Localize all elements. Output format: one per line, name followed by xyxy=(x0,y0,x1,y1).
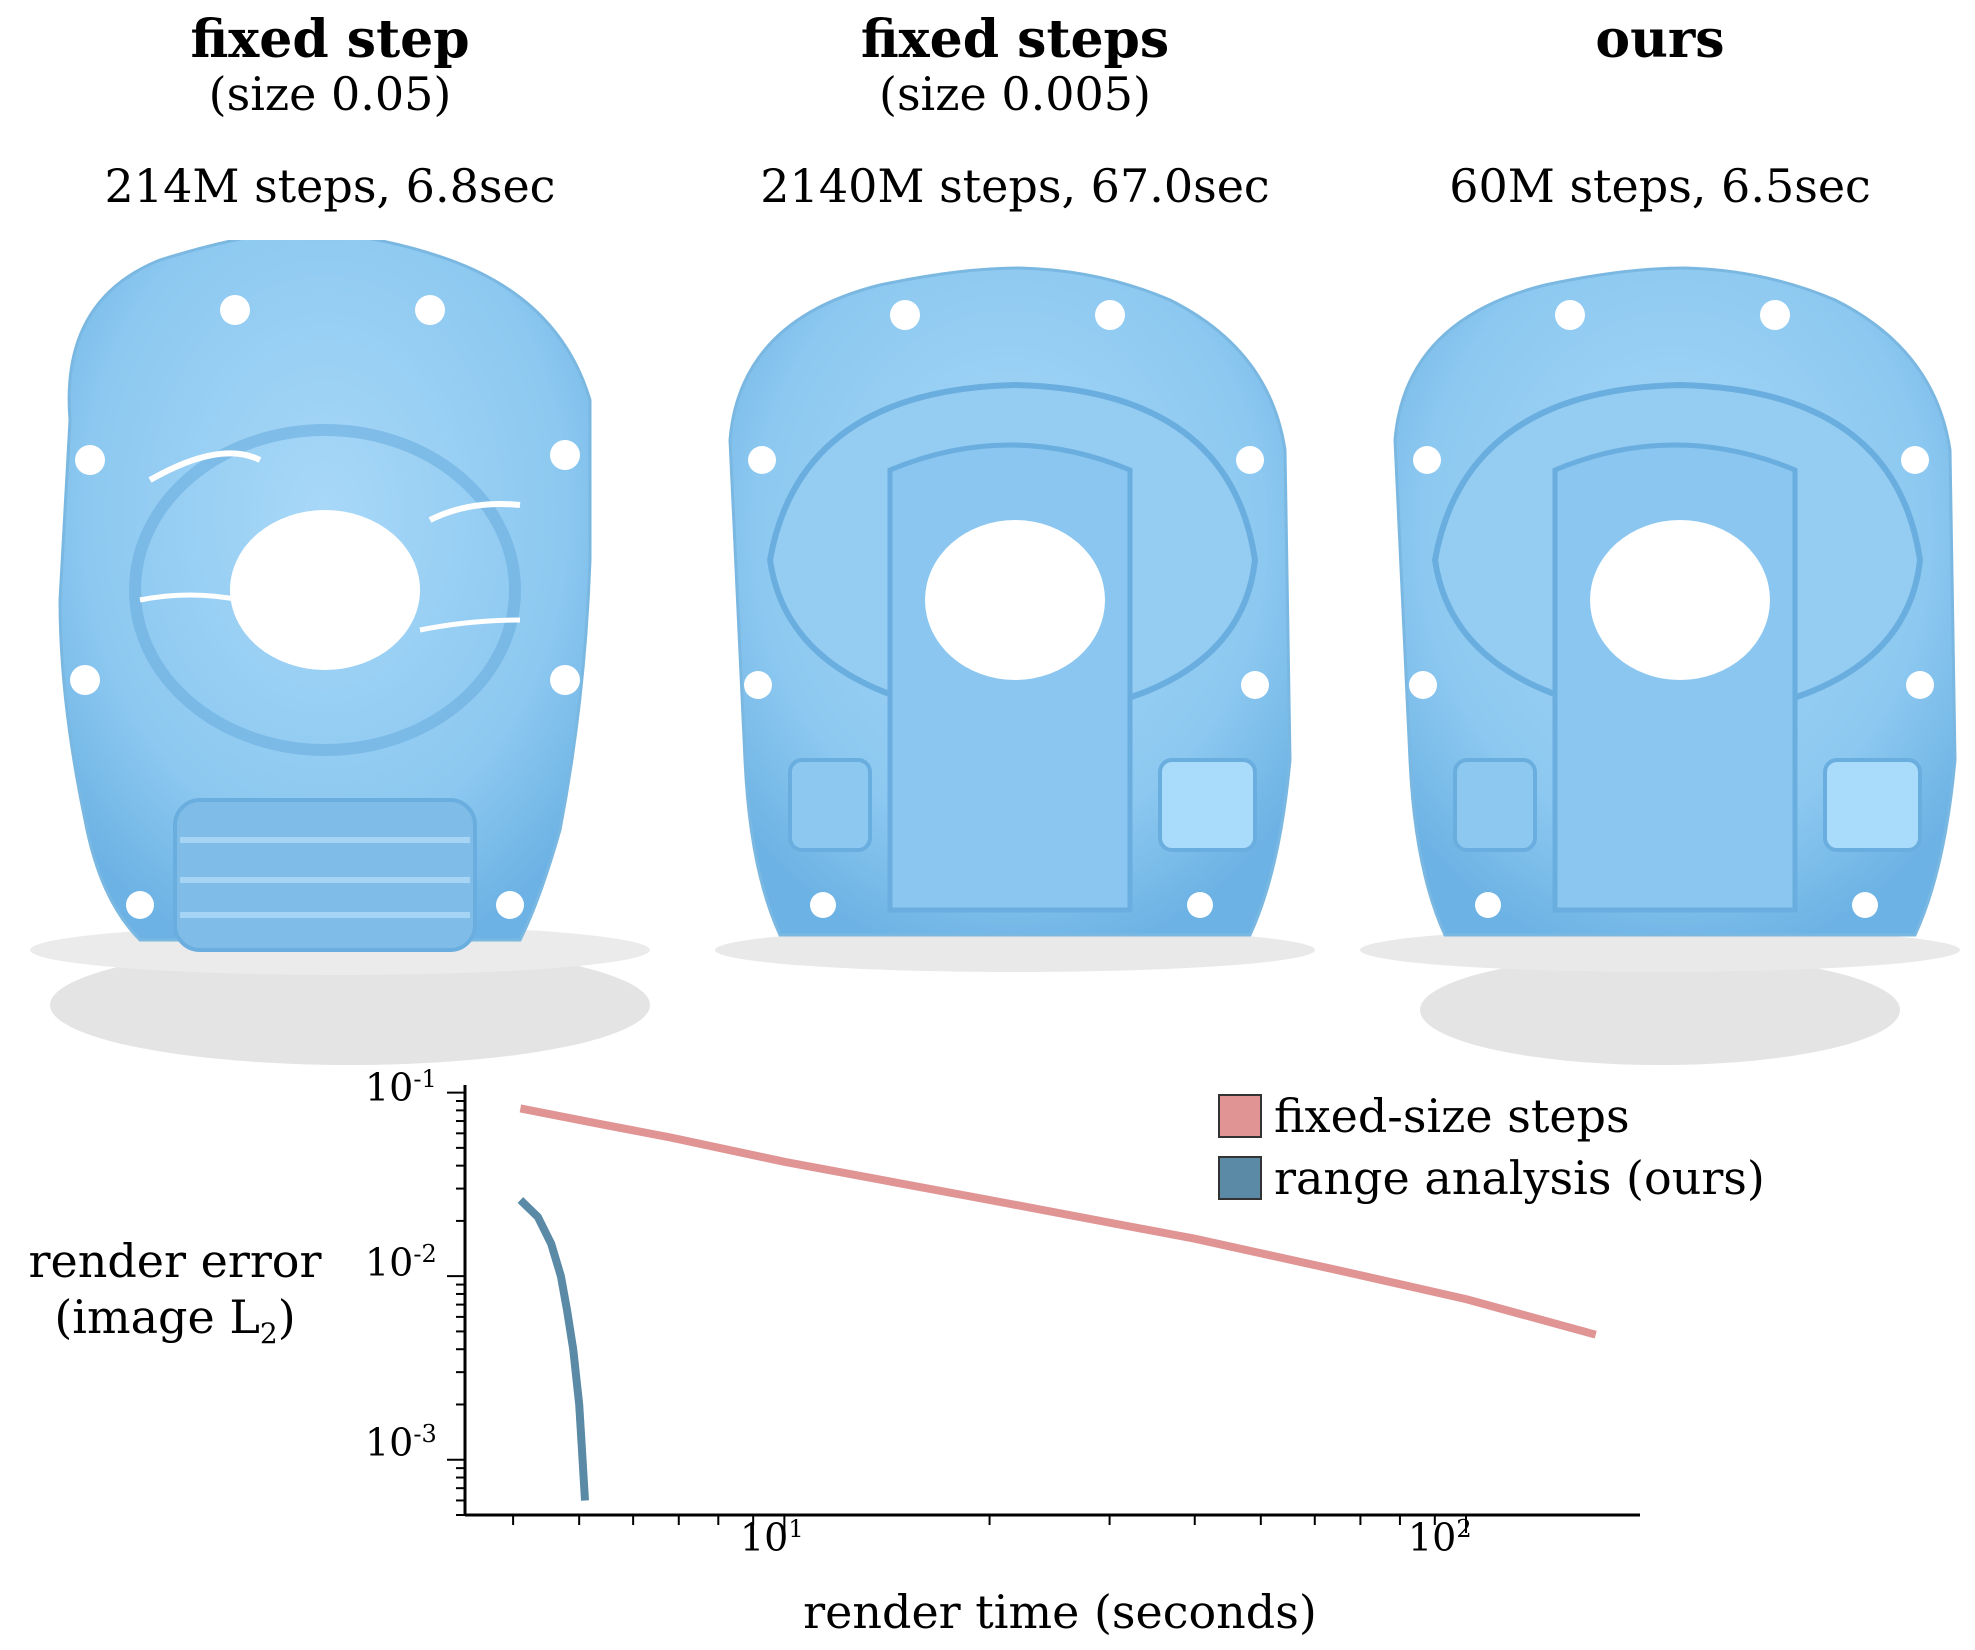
bolt-hole xyxy=(415,295,445,325)
y-axis-label: render error (image L2) xyxy=(0,1233,350,1362)
bolt-hole xyxy=(496,891,524,919)
bolt-hole xyxy=(1187,892,1213,918)
panel-fixed-step-small: fixed steps (size 0.005) 2140M steps, 67… xyxy=(685,0,1345,213)
shadow xyxy=(1420,955,1900,1065)
chart-series xyxy=(517,1104,1597,1501)
y-tick-label: 10-2 xyxy=(365,1240,437,1285)
legend-swatch xyxy=(1218,1156,1262,1200)
bolt-hole xyxy=(1241,671,1269,699)
x-axis-label: render time (seconds) xyxy=(803,1585,1317,1639)
series-line-ours xyxy=(517,1197,589,1501)
bolt-hole xyxy=(75,445,105,475)
slot xyxy=(148,450,262,483)
bolt-hole xyxy=(1475,892,1501,918)
bolt-hole xyxy=(1236,446,1264,474)
bolt-hole xyxy=(810,892,836,918)
legend-swatch xyxy=(1218,1094,1262,1138)
rendered-parts xyxy=(30,240,1960,1065)
bolt-hole xyxy=(1409,671,1437,699)
center-hole xyxy=(1590,520,1770,680)
slot xyxy=(419,617,521,633)
x-tick-label: 102 xyxy=(1408,1515,1472,1560)
bolt-hole xyxy=(1760,300,1790,330)
legend-item-ours: range analysis (ours) xyxy=(1218,1147,1765,1209)
slot xyxy=(428,501,521,523)
panel-stats: 214M steps, 6.8sec xyxy=(104,159,556,213)
series-line-fixed xyxy=(519,1104,1597,1339)
bolt-hole xyxy=(126,891,154,919)
bolt-hole xyxy=(890,300,920,330)
part-render-fixed-small xyxy=(715,266,1315,972)
bolt-hole xyxy=(70,665,100,695)
legend-label: range analysis (ours) xyxy=(1274,1151,1765,1205)
part-render-fixed-large xyxy=(30,240,650,1065)
bolt-hole xyxy=(550,665,580,695)
center-hole xyxy=(925,520,1105,680)
bolt-hole xyxy=(220,295,250,325)
panel-fixed-step-large: fixed step (size 0.05) 214M steps, 6.8se… xyxy=(0,0,660,213)
panel-title: fixed step xyxy=(190,9,470,70)
shadow xyxy=(1360,928,1960,972)
y-axis-label-line2: (image L2) xyxy=(54,1290,296,1351)
hub-ring xyxy=(129,424,521,756)
panel-stats: 2140M steps, 67.0sec xyxy=(760,159,1270,213)
y-tick-label: 10-3 xyxy=(365,1420,437,1465)
center-hole xyxy=(230,510,420,670)
panel-ours: ours 60M steps, 6.5sec xyxy=(1330,0,1975,213)
bolt-hole xyxy=(744,671,772,699)
x-tick-label: 101 xyxy=(740,1515,804,1560)
bolt-hole xyxy=(1095,300,1125,330)
side-boss-left xyxy=(1453,758,1537,852)
slot xyxy=(139,592,241,603)
panel-title: fixed steps xyxy=(860,9,1170,70)
bolt-hole xyxy=(1555,300,1585,330)
side-boss-right xyxy=(1823,758,1922,852)
panel-subtitle: (size 0.005) xyxy=(879,67,1151,121)
chart-legend: fixed-size steps range analysis (ours) xyxy=(1218,1085,1765,1209)
panel-stats: 60M steps, 6.5sec xyxy=(1449,159,1871,213)
bolt-hole xyxy=(1901,446,1929,474)
bolt-hole xyxy=(1906,671,1934,699)
bolt-hole xyxy=(550,440,580,470)
legend-label: fixed-size steps xyxy=(1274,1089,1630,1143)
side-boss-left xyxy=(788,758,872,852)
y-axis-label-line1: render error xyxy=(28,1234,322,1288)
bolt-hole xyxy=(1852,892,1878,918)
shadow xyxy=(50,945,650,1065)
bolt-hole xyxy=(1413,446,1441,474)
side-boss-right xyxy=(1158,758,1257,852)
y-tick-label: 10-1 xyxy=(365,1065,437,1110)
panel-title: ours xyxy=(1595,9,1725,70)
legend-item-fixed: fixed-size steps xyxy=(1218,1085,1765,1147)
bolt-hole xyxy=(748,446,776,474)
shadow xyxy=(715,928,1315,972)
chart-axes xyxy=(447,1085,1640,1533)
part-render-ours xyxy=(1360,266,1960,1065)
panel-subtitle: (size 0.05) xyxy=(208,67,452,121)
